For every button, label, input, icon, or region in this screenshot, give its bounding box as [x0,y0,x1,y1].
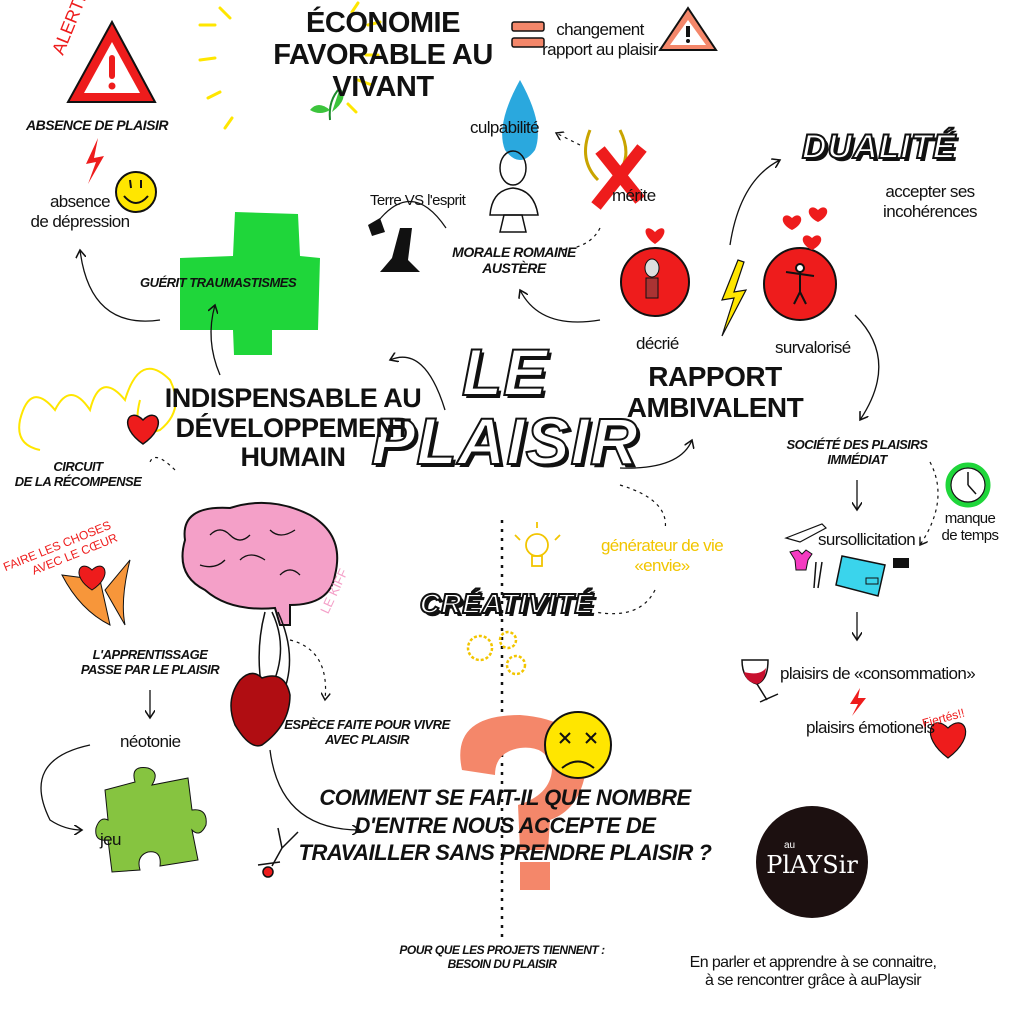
sad-face-icon [544,711,612,779]
gears-icon [466,630,527,676]
brand-tagline: En parler et apprendre à se connaitre,à … [689,954,937,990]
absence-plaisir-label: ABSENCE DE PLAISIR [26,117,168,133]
neotonie-label: néotonie [120,732,181,751]
warning-triangle-icon [658,6,718,51]
alert-triangle-icon [66,19,157,103]
hearts-icon [782,207,828,250]
lightning-icon-2 [850,688,866,716]
lightning-icon [86,138,104,184]
auplaysir-logo-circle [756,806,868,918]
yellow-lightning-icon [721,259,748,337]
plaisirs-consommation-label: plaisirs de «consommation» [780,664,976,683]
equals-icon [511,21,545,48]
green-cross-icon [180,212,320,355]
jeu-label: jeu [100,830,121,849]
heart-icon [126,414,160,445]
airplane-icon [784,523,827,543]
anatomical-heart-icon [230,672,291,747]
water-drop-icon [502,80,538,160]
dualite-title: DUALITÉ [801,127,957,167]
plaisirs-emotionels-label: plaisirs émotionels [806,718,935,737]
roman-figure-icon [644,258,660,299]
reward-circuit-scribble [18,367,177,451]
cutlery-icon [813,561,823,589]
hand-globe-icon [368,201,447,272]
broken-heart-icon [645,228,665,244]
sprout-icon [310,87,344,121]
connector-arrows [40,160,880,830]
sun-rays [198,1,382,130]
creativite-title: CRÉATIVITÉ [419,587,595,620]
logo-small: au [784,840,796,851]
credit-card-icon [835,555,886,597]
dancer-icon [785,263,815,305]
terre-esprit-label: Terre VS l'esprit [370,192,466,209]
hands-heart-icon [61,559,131,626]
gueri-traumatismes-label: GUÉRIT TRAUMASTISMES [140,275,297,290]
lightbulb-icon [514,522,561,567]
merite-label: mérite [612,186,656,205]
clapperboard-icon [893,558,909,568]
sursollicitation-label: sursollicitation [818,530,916,549]
tshirt-icon [789,549,813,571]
red-cross-icon [591,144,647,210]
logo-main: PlAYSir [766,851,858,879]
brain-icon [181,501,339,626]
clock-icon [945,462,991,508]
wine-glass-icon [741,659,779,703]
culpabilite-label: culpabilité [470,118,540,137]
survalorise-label: survalorisé [775,338,851,357]
decrie-label: décrié [636,334,679,353]
puzzle-icon [95,767,207,873]
roman-bust-icon [489,150,539,233]
pride-heart-icon [929,722,967,759]
upside-down-figure-icon [257,827,299,878]
smiley-icon [115,171,157,213]
generateur-vie-label: générateur de vie«envie» [600,536,724,575]
projets-label: POUR QUE LES PROJETS TIENNENT :BESOIN DU… [399,943,605,971]
